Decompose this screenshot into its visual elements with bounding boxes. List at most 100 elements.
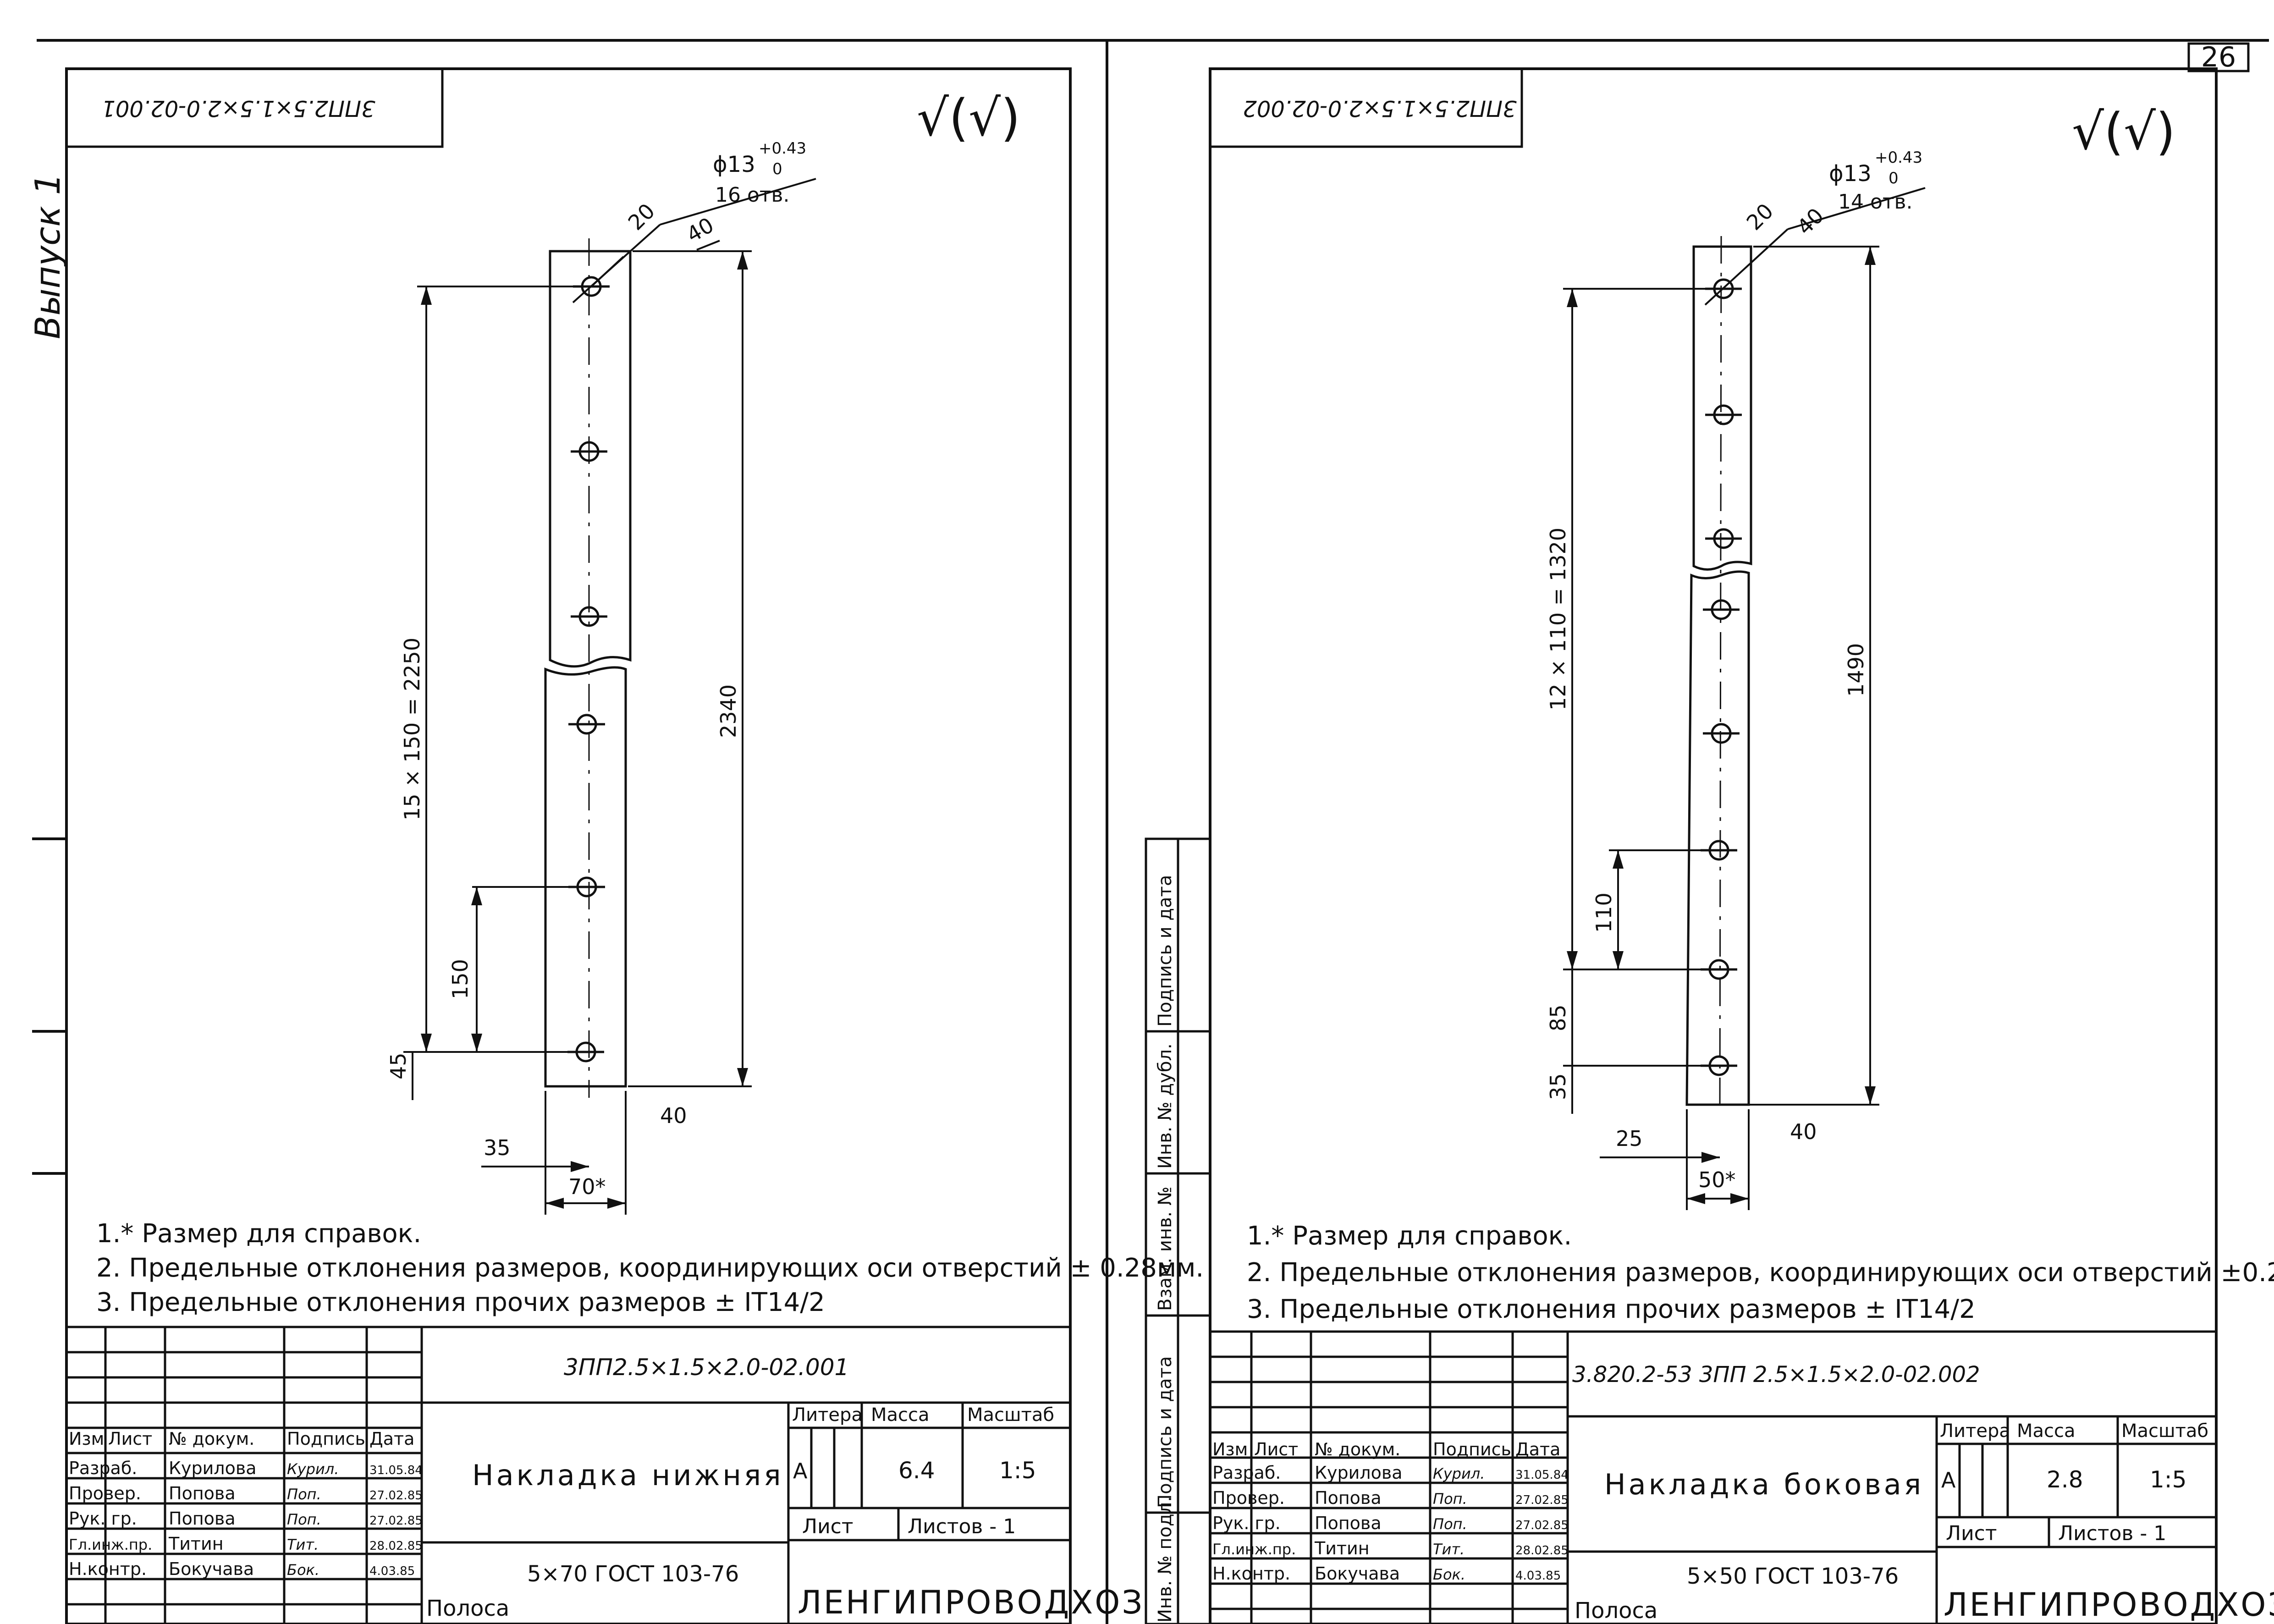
left-sig-date: 28.02.85 [369, 1539, 423, 1553]
right-sig-name: Титин [1314, 1538, 1370, 1558]
left-sig-date: 27.02.85 [369, 1489, 423, 1503]
right-note-1: 1.* Размер для справок. [1247, 1221, 1572, 1251]
right-sig-sign: Бок. [1433, 1566, 1465, 1583]
side-stamp-replaced-inv: Взам. инв. № [1155, 1186, 1176, 1311]
left-sig-date: 27.02.85 [369, 1514, 423, 1528]
right-sig-sign: Поп. [1433, 1490, 1467, 1508]
left-roughness: √(√) [917, 88, 1020, 147]
left-sheet-label: Лист [802, 1515, 853, 1538]
right-sig-role: Гл.инж.пр. [1212, 1541, 1296, 1558]
left-material-line1: Полоса [426, 1596, 509, 1621]
left-sig-date: 4.03.85 [369, 1564, 415, 1578]
left-sig-name: Попова [169, 1483, 236, 1503]
left-dim-end: 45 [386, 1052, 411, 1079]
left-sig-sign: Поп. [287, 1511, 321, 1528]
right-sig-role: Н.контр. [1212, 1563, 1290, 1584]
right-sig-header-date: Дата [1515, 1439, 1560, 1459]
right-hole-tol-lower: 0 [1889, 169, 1899, 187]
right-dim-end: 35 [1546, 1073, 1570, 1100]
side-stamp-dup-inv: Инв. № дубл. [1155, 1043, 1176, 1169]
right-litera-header: Литера [1940, 1420, 2010, 1442]
right-sig-date: 31.05.84 [1515, 1468, 1569, 1482]
left-hole-spec: ϕ13 [713, 152, 755, 177]
left-sig-role: Рук. гр. [69, 1508, 137, 1529]
left-litera-header: Литера [792, 1404, 863, 1426]
right-organization: ЛЕНГИПРОВОДХОЗ [1944, 1586, 2274, 1624]
sheet-right: 3ПП2.5×1.5×2.0-02.002 √(√) Взам. инв. № … [1145, 67, 2274, 1624]
right-stamp-code: 3ПП2.5×1.5×2.0-02.002 [1243, 95, 1516, 121]
right-sig-role: Рук. гр. [1212, 1513, 1281, 1533]
right-title-block [1210, 1330, 2216, 1624]
left-dim-40-top: 40 [683, 212, 718, 247]
left-part-title: Накладка нижняя [472, 1459, 784, 1492]
left-sig-name: Попова [169, 1508, 236, 1529]
right-sig-header-sheet: Лист [1254, 1439, 1298, 1459]
left-sig-date: 31.05.84 [369, 1464, 423, 1477]
right-sig-role: Провер. [1212, 1488, 1285, 1508]
left-material-line2: 5×70 ГОСТ 103-76 [527, 1561, 739, 1587]
right-dim-85: 85 [1546, 1004, 1570, 1031]
right-dim-40-top: 40 [1792, 203, 1829, 240]
left-sig-header-date: Дата [369, 1429, 414, 1449]
side-stamp-sign-date-bottom: Подпись и дата [1155, 1356, 1176, 1508]
left-sig-header-doc: № докум. [169, 1429, 254, 1449]
right-sig-header-doc: № докум. [1315, 1439, 1400, 1459]
right-sig-date: 27.02.85 [1515, 1493, 1569, 1507]
left-dim-total: 2340 [716, 684, 741, 738]
left-hole-tol-upper: +0.43 [759, 139, 806, 158]
issue-note: Выпуск 1 [28, 173, 68, 339]
left-sig-sign: Тит. [287, 1536, 319, 1553]
right-dim-chain: 12 × 110 = 1320 [1546, 528, 1570, 710]
right-hole-count: 14 отв. [1838, 190, 1912, 214]
right-doc-code: 3.820.2-53 3ПП 2.5×1.5×2.0-02.002 [1572, 1362, 1980, 1387]
left-sig-sign: Курил. [287, 1460, 339, 1478]
left-sig-role: Разраб. [69, 1458, 137, 1478]
right-litera: А [1941, 1468, 1956, 1492]
right-scale: 1:5 [2150, 1466, 2186, 1493]
left-sig-role: Гл.инж.пр. [69, 1536, 152, 1553]
left-scale: 1:5 [999, 1457, 1036, 1484]
right-note-3: 3. Предельные отклонения прочих размеров… [1247, 1294, 1976, 1324]
left-note-2: 2. Предельные отклонения размеров, коорд… [96, 1253, 1204, 1283]
side-stamp-sign-date-top: Подпись и дата [1155, 875, 1176, 1027]
side-stamp-orig-inv: Инв. № подл. [1155, 1496, 1176, 1623]
right-sig-name: Бокучава [1315, 1563, 1400, 1584]
right-mass-header: Масса [2017, 1420, 2076, 1442]
right-dim-total: 1490 [1844, 643, 1868, 697]
right-hole-tol-upper: +0.43 [1875, 149, 1922, 167]
right-sig-date: 27.02.85 [1515, 1519, 1569, 1532]
left-holes [567, 276, 610, 1062]
right-scale-header: Масштаб [2121, 1420, 2208, 1442]
right-material-line1: Полоса [1575, 1598, 1657, 1624]
left-signature-table: Изм Лист № докум. Подпись Дата Разраб. К… [69, 1429, 423, 1579]
left-dim-chain: 15 × 150 = 2250 [400, 638, 424, 820]
left-note-1: 1.* Размер для справок. [96, 1219, 421, 1249]
right-dim-half-width: 25 [1616, 1126, 1643, 1151]
left-sig-name: Курилова [169, 1458, 257, 1478]
right-part-title: Накладка боковая [1604, 1468, 1924, 1501]
right-dim-20: 20 [1742, 198, 1778, 235]
right-sig-header-role: Изм [1212, 1439, 1248, 1459]
left-sheets-label: Листов - 1 [908, 1515, 1016, 1538]
left-sig-name: Титин [168, 1534, 224, 1554]
right-material-line2: 5×50 ГОСТ 103-76 [1687, 1563, 1899, 1589]
left-sig-header-sheet: Лист [108, 1429, 152, 1449]
left-dim-40-bottom: 40 [660, 1103, 687, 1128]
right-sig-sign: Курил. [1433, 1465, 1485, 1482]
left-hole-tol-lower: 0 [772, 160, 782, 178]
left-note-3: 3. Предельные отклонения прочих размеров… [96, 1288, 825, 1317]
left-title-block [66, 1326, 1070, 1624]
left-sig-role: Провер. [69, 1483, 141, 1503]
right-signature-table: Изм Лист № докум. Подпись Дата Разраб. К… [1212, 1439, 1569, 1584]
page-number: 26 [2201, 41, 2236, 73]
page-number-box [2187, 42, 2250, 72]
right-sig-sign: Тит. [1433, 1541, 1465, 1558]
left-mass-header: Масса [871, 1404, 930, 1426]
right-sig-role: Разраб. [1212, 1463, 1281, 1483]
left-dim-pitch: 150 [448, 959, 473, 999]
right-sheets-label: Листов - 1 [2058, 1522, 2166, 1545]
right-note-2: 2. Предельные отклонения размеров, коорд… [1247, 1258, 2274, 1288]
left-mass: 6.4 [898, 1457, 935, 1484]
right-sig-header-sign: Подпись [1433, 1439, 1511, 1459]
